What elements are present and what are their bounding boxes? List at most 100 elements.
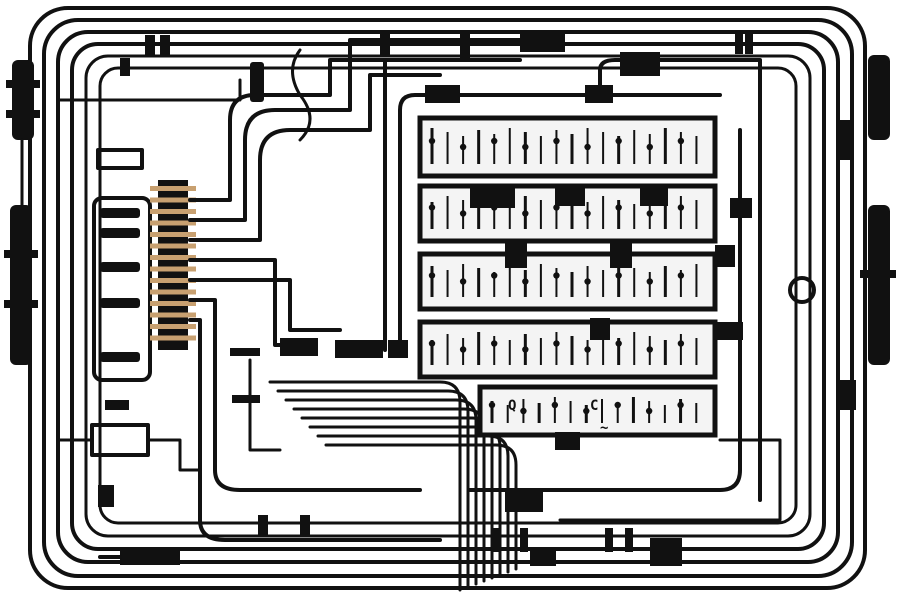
rack-knob (677, 204, 685, 211)
top-components (120, 30, 753, 103)
rack-mark-arrow: ↑ (488, 400, 496, 416)
rack-knob (615, 340, 622, 347)
terminal-pin (150, 220, 196, 226)
wire-route (58, 78, 242, 102)
terminal-pin (150, 289, 196, 295)
rack-knob (615, 272, 622, 279)
capacitor (520, 528, 528, 552)
terminal-pin (150, 312, 196, 318)
outer-wire-loops (28, 6, 867, 590)
left-plug-upper-collar (6, 80, 40, 88)
relay-block (585, 85, 613, 103)
rack-knob (459, 143, 467, 151)
rack-knob (553, 137, 560, 145)
rack-connector (555, 188, 585, 206)
rack-knob (491, 340, 498, 347)
left-edge-connectors (4, 60, 40, 365)
capacitor (492, 528, 500, 552)
bus-junctions (230, 338, 408, 403)
ribbon-bus-line (316, 434, 510, 574)
rack-knob (553, 272, 560, 279)
rack-connector (555, 432, 580, 450)
rack-knob (646, 210, 653, 217)
right-plug-lower (868, 205, 890, 365)
rack-knob (615, 137, 622, 145)
wire-route (146, 438, 202, 472)
capacitor (300, 515, 310, 535)
relay-block (530, 548, 556, 566)
rack-knob (488, 401, 496, 409)
wire-loop (56, 30, 840, 564)
rack-mark-c: C (590, 398, 598, 414)
terminal-block-body (158, 180, 188, 350)
terminal-pin (150, 301, 196, 306)
capacitor (160, 35, 170, 57)
terminal-pin (150, 278, 196, 283)
connector-slot (100, 298, 140, 308)
bus-junction (280, 338, 318, 356)
slot-housing (92, 196, 152, 382)
wire-route (188, 318, 442, 542)
terminal-pin (150, 232, 196, 237)
rack-mark-q: Q (508, 398, 516, 414)
wire-route (188, 38, 542, 222)
rack-connector (715, 245, 735, 267)
vertical-fuse (250, 62, 264, 102)
ribbon-bus-line (324, 443, 518, 571)
ribbon-bus-line (276, 389, 470, 589)
relay-block (425, 85, 460, 103)
capacitor (145, 35, 155, 57)
rack-knob (428, 340, 436, 347)
rack-knob (522, 346, 529, 353)
connector-slot (100, 352, 140, 362)
terminal-pin (150, 243, 196, 249)
ribbon-bus-line (308, 425, 502, 577)
capacitor (625, 528, 633, 552)
relay-block (620, 52, 660, 76)
terminal-block (150, 180, 196, 350)
wire-loop (42, 18, 854, 578)
wire-routes (58, 38, 782, 542)
rack-rows (417, 115, 718, 438)
wire-loop (84, 54, 812, 538)
rack-connector (505, 240, 527, 268)
wire-route (598, 58, 762, 502)
rack-marks (428, 128, 698, 423)
wire-route (188, 258, 302, 347)
rack-knob (428, 137, 436, 145)
bus-junction (388, 340, 408, 358)
right-edge-connectors (788, 55, 896, 365)
rack-knob (459, 210, 467, 217)
rack-row (417, 319, 718, 380)
left-plug-lower (10, 205, 32, 365)
capacitor (735, 32, 743, 54)
rack-connector (640, 188, 668, 206)
rack-connector (590, 318, 610, 340)
rack-knob (583, 407, 590, 415)
rack-knob (522, 278, 529, 285)
left-plug-upper (12, 60, 34, 140)
left-plug-lower-collar (4, 250, 38, 258)
rack-knob (428, 204, 436, 211)
rack-knob (615, 204, 622, 211)
rack-knob (584, 278, 591, 285)
terminal-pin (150, 197, 196, 203)
rack-knob (646, 143, 653, 151)
rack-knob (522, 143, 529, 151)
rack-knob (677, 137, 685, 145)
rack-knob (584, 143, 591, 151)
rack-mark-tilde: ~ (600, 420, 608, 436)
rack-knob (491, 272, 498, 279)
wire-route (558, 438, 782, 522)
indicator-window (96, 148, 144, 170)
wire-route (468, 128, 742, 492)
relay-block (520, 30, 565, 52)
wire-loop (70, 42, 826, 551)
wire-loop (98, 66, 798, 525)
rack-knob (491, 137, 498, 145)
relay-block (838, 380, 856, 410)
switch-lever (460, 30, 470, 60)
rack-knob (646, 346, 653, 353)
ribbon-bus-line (300, 416, 494, 580)
ribbon-bus-line (268, 380, 462, 592)
